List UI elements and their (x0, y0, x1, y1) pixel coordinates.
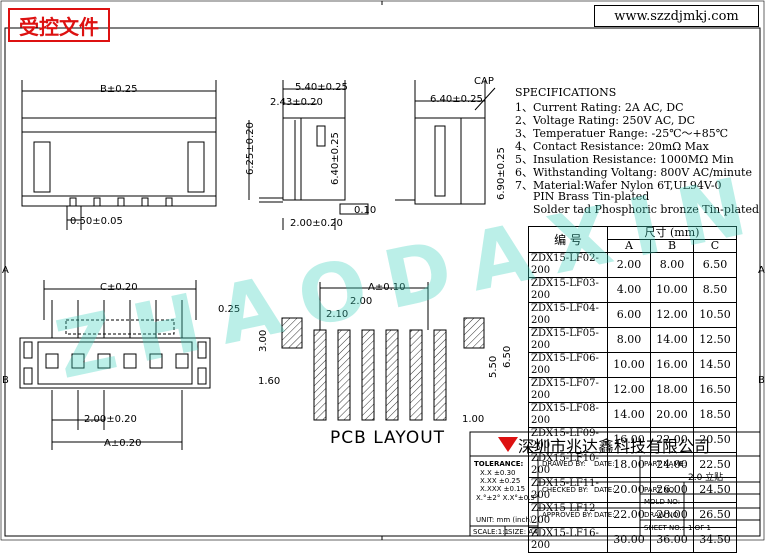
dim-640b: 6.40±0.25 (430, 94, 483, 105)
dim-c-cell: 24.50 (693, 477, 737, 503)
dim-c-cell: 10.50 (693, 302, 737, 328)
dim-b: B±0.25 (100, 84, 138, 95)
dim-a-cell: 14.00 (607, 402, 651, 428)
bottom-view-drawing (19, 280, 211, 450)
spec-line: Solder tad Phosphoric bronze Tin-plated (533, 203, 759, 216)
size-label: SIZE: A4 (508, 528, 538, 536)
spec-line: 2、Voltage Rating: 250V AC, DC (515, 114, 696, 127)
part-number-cell: ZDX15-LF09-200 (528, 427, 608, 453)
frame-lines (0, 0, 765, 541)
drawn-by-label: DRAWED BY: (542, 460, 586, 468)
spec-line: 6、Withstanding Voltang: 800V AC/minute (515, 166, 752, 179)
scale-label: SCALE:1:1 (473, 528, 510, 536)
spec-line: 7、Material:Wafer Nylon 6T,UL94V-0 (515, 179, 722, 192)
dim-c-cell: 14.50 (693, 352, 737, 378)
dim-b-cell: 8.00 (650, 252, 694, 278)
tolerance-1: X.X ±0.30 (480, 469, 516, 477)
unit-label: UNIT: mm (inch) (476, 516, 533, 524)
side-view-drawing (248, 80, 369, 230)
dim-a-020: A±0.20 (104, 438, 142, 449)
dim-a-cell: 2.00 (607, 252, 651, 278)
dim-025: 0.25 (218, 304, 241, 315)
spec-line: 3、Temperatuer Range: -25℃～+85℃ (515, 127, 729, 140)
controlled-document-stamp: 受控文件 (8, 8, 110, 42)
dim-b-cell: 14.00 (650, 327, 694, 353)
spec-line: PIN Brass Tin-plated (533, 190, 650, 203)
dim-a-010: A±0.10 (368, 282, 406, 293)
pcb-layout-title: PCB LAYOUT (330, 428, 446, 448)
sheet-no-value: 1 OF 1 (688, 524, 711, 532)
pcb-210: 2.10 (326, 309, 349, 320)
dim-a-cell: 16.00 (607, 427, 651, 453)
pcb-200: 2.00 (350, 296, 373, 307)
part-number-cell: ZDX15-LF11-200 (528, 477, 608, 503)
dim-c-cell: 26.50 (693, 502, 737, 528)
part-name-value: 2.0 立贴 (688, 473, 724, 483)
website-url: www.szzdjmkj.com (594, 5, 759, 27)
part-number-cell: ZDX15-LF08-200 (528, 402, 608, 428)
front-view-drawing (21, 80, 217, 230)
draw-no-label: DRAW NO: (644, 511, 681, 519)
dim-243: 2.43±0.20 (270, 97, 323, 108)
dim-pin-width: 0.50±0.05 (70, 216, 123, 227)
dim-a-cell: 10.00 (607, 352, 651, 378)
cap-label: CAP (474, 76, 494, 87)
spec-title: SPECIFICATIONS (515, 86, 617, 99)
date-label-2: DATE: (594, 486, 615, 494)
dim-c: C±0.20 (100, 282, 138, 293)
dim-200-top: 2.00±0.20 (290, 218, 343, 229)
dim-200-bottom: 2.00±0.20 (84, 414, 137, 425)
approved-by-label: APPROVED BY: (542, 511, 593, 519)
margin-mark-a-right: A (758, 265, 765, 276)
dim-b-cell: 18.00 (650, 377, 694, 403)
checked-by-label: CHECKED BY: (542, 486, 589, 494)
pcb-160: 1.60 (258, 376, 281, 387)
dim-a-cell: 4.00 (607, 277, 651, 303)
tolerance-3: X.XXX ±0.15 (480, 485, 526, 493)
margin-mark-b-right: B (758, 375, 765, 386)
dim-c-cell: 6.50 (693, 252, 737, 278)
tolerance-angle: X.°±2° X.X°±0.5° (476, 494, 539, 502)
pcb-100: 1.00 (462, 414, 485, 425)
spec-line: 1、Current Rating: 2A AC, DC (515, 101, 684, 114)
spec-line: 4、Contact Resistance: 20mΩ Max (515, 140, 709, 153)
part-number-cell: ZDX15-LF07-200 (528, 377, 608, 403)
tolerance-2: X.XX ±0.25 (480, 477, 521, 485)
dim-010: 0.10 (354, 205, 377, 216)
margin-mark-a-left: A (2, 265, 9, 276)
spec-line: 5、Insulation Resistance: 1000MΩ Min (515, 153, 734, 166)
pcb-layout-drawing (281, 282, 485, 421)
tolerance-label: TOLERANCE: (474, 460, 524, 468)
dim-c-cell: 12.50 (693, 327, 737, 353)
dim-c-cell: 18.50 (693, 402, 737, 428)
margin-mark-b-left: B (2, 375, 9, 386)
date-label-3: DATE: (594, 511, 615, 519)
company-name: 深圳市兆达鑫科技有限公司 (518, 437, 711, 456)
part-number-cell: ZDX15-LF04-200 (528, 302, 608, 328)
sheet-no-label: SHEET NO.: (644, 524, 685, 532)
part-number-cell: ZDX15-LF02-200 (528, 252, 608, 278)
dim-b-cell: 26.00 (650, 477, 694, 503)
part-number-cell: ZDX15-LF05-200 (528, 327, 608, 353)
cap-view-drawing (395, 80, 496, 205)
col-code-header: 编 号 (528, 226, 608, 253)
dim-a-cell: 20.00 (607, 477, 651, 503)
dim-c-cell: 20.50 (693, 427, 737, 453)
dim-540: 5.40±0.25 (295, 82, 348, 93)
part-name-label: PART NAME: (644, 460, 687, 468)
title-block-lines (469, 431, 761, 537)
part-no-label: PART NO: (644, 486, 677, 494)
dim-c-cell: 8.50 (693, 277, 737, 303)
mold-no-label: MOLD NO: (644, 498, 681, 506)
dim-b-cell: 10.00 (650, 277, 694, 303)
date-label-1: DATE: (594, 460, 615, 468)
part-number-cell: ZDX15-LF06-200 (528, 352, 608, 378)
dim-c-cell: 16.50 (693, 377, 737, 403)
